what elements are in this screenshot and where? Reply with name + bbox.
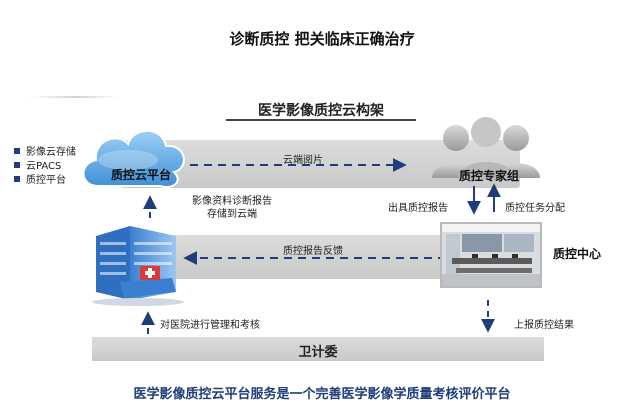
- cloud-icon: [82, 129, 185, 188]
- health-commission-label: 卫计委: [298, 345, 338, 360]
- expert-group-icon: [432, 117, 540, 180]
- legend-item: 质控平台: [14, 171, 66, 186]
- page-title: 诊断质控 把关临床正确治疗: [229, 30, 415, 48]
- legend-label: 影像云存储: [26, 147, 76, 158]
- diagram-title: 医学影像质控云构架: [258, 103, 384, 119]
- legend-label: 质控平台: [26, 175, 66, 186]
- title-underline: [226, 119, 416, 121]
- control-room-image: [442, 224, 540, 286]
- edge-label-issue-report: 出具质控报告: [388, 203, 448, 214]
- qc-center-photo: [440, 222, 542, 288]
- edge-label-line: 存储到云端: [207, 209, 257, 220]
- square-bullet-icon: [14, 175, 20, 182]
- hospital-building-icon: [92, 226, 184, 306]
- legend-item: 云PACS: [14, 157, 61, 172]
- bottom-caption: 医学影像质控云平台服务是一个完善医学影像学质量考核评价平台: [133, 387, 511, 402]
- cloud-platform-label: 质控云平台: [110, 168, 171, 182]
- edge-label-report-feedback: 质控报告反馈: [283, 246, 343, 257]
- legend-label: 云PACS: [26, 161, 62, 172]
- qc-center-label: 质控中心: [553, 247, 602, 261]
- edge-label-line: 影像资料诊断报告: [192, 196, 272, 207]
- edge-label-report-results: 上报质控结果: [514, 320, 574, 331]
- square-bullet-icon: [14, 161, 20, 168]
- edge-label-assign-task: 质控任务分配: [505, 203, 565, 214]
- edge-label-store-to-cloud: 影像资料诊断报告 存储到云端: [192, 195, 272, 221]
- edge-label-manage-assess: 对医院进行管理和考核: [160, 320, 260, 331]
- edge-label-cloud-read: 云端阅片: [283, 155, 323, 166]
- legend-item: 影像云存储: [14, 143, 76, 158]
- expert-group-label: 质控专家组: [458, 169, 519, 183]
- square-bullet-icon: [14, 147, 20, 154]
- health-commission-band: [92, 337, 544, 361]
- decorative-line: [30, 96, 120, 98]
